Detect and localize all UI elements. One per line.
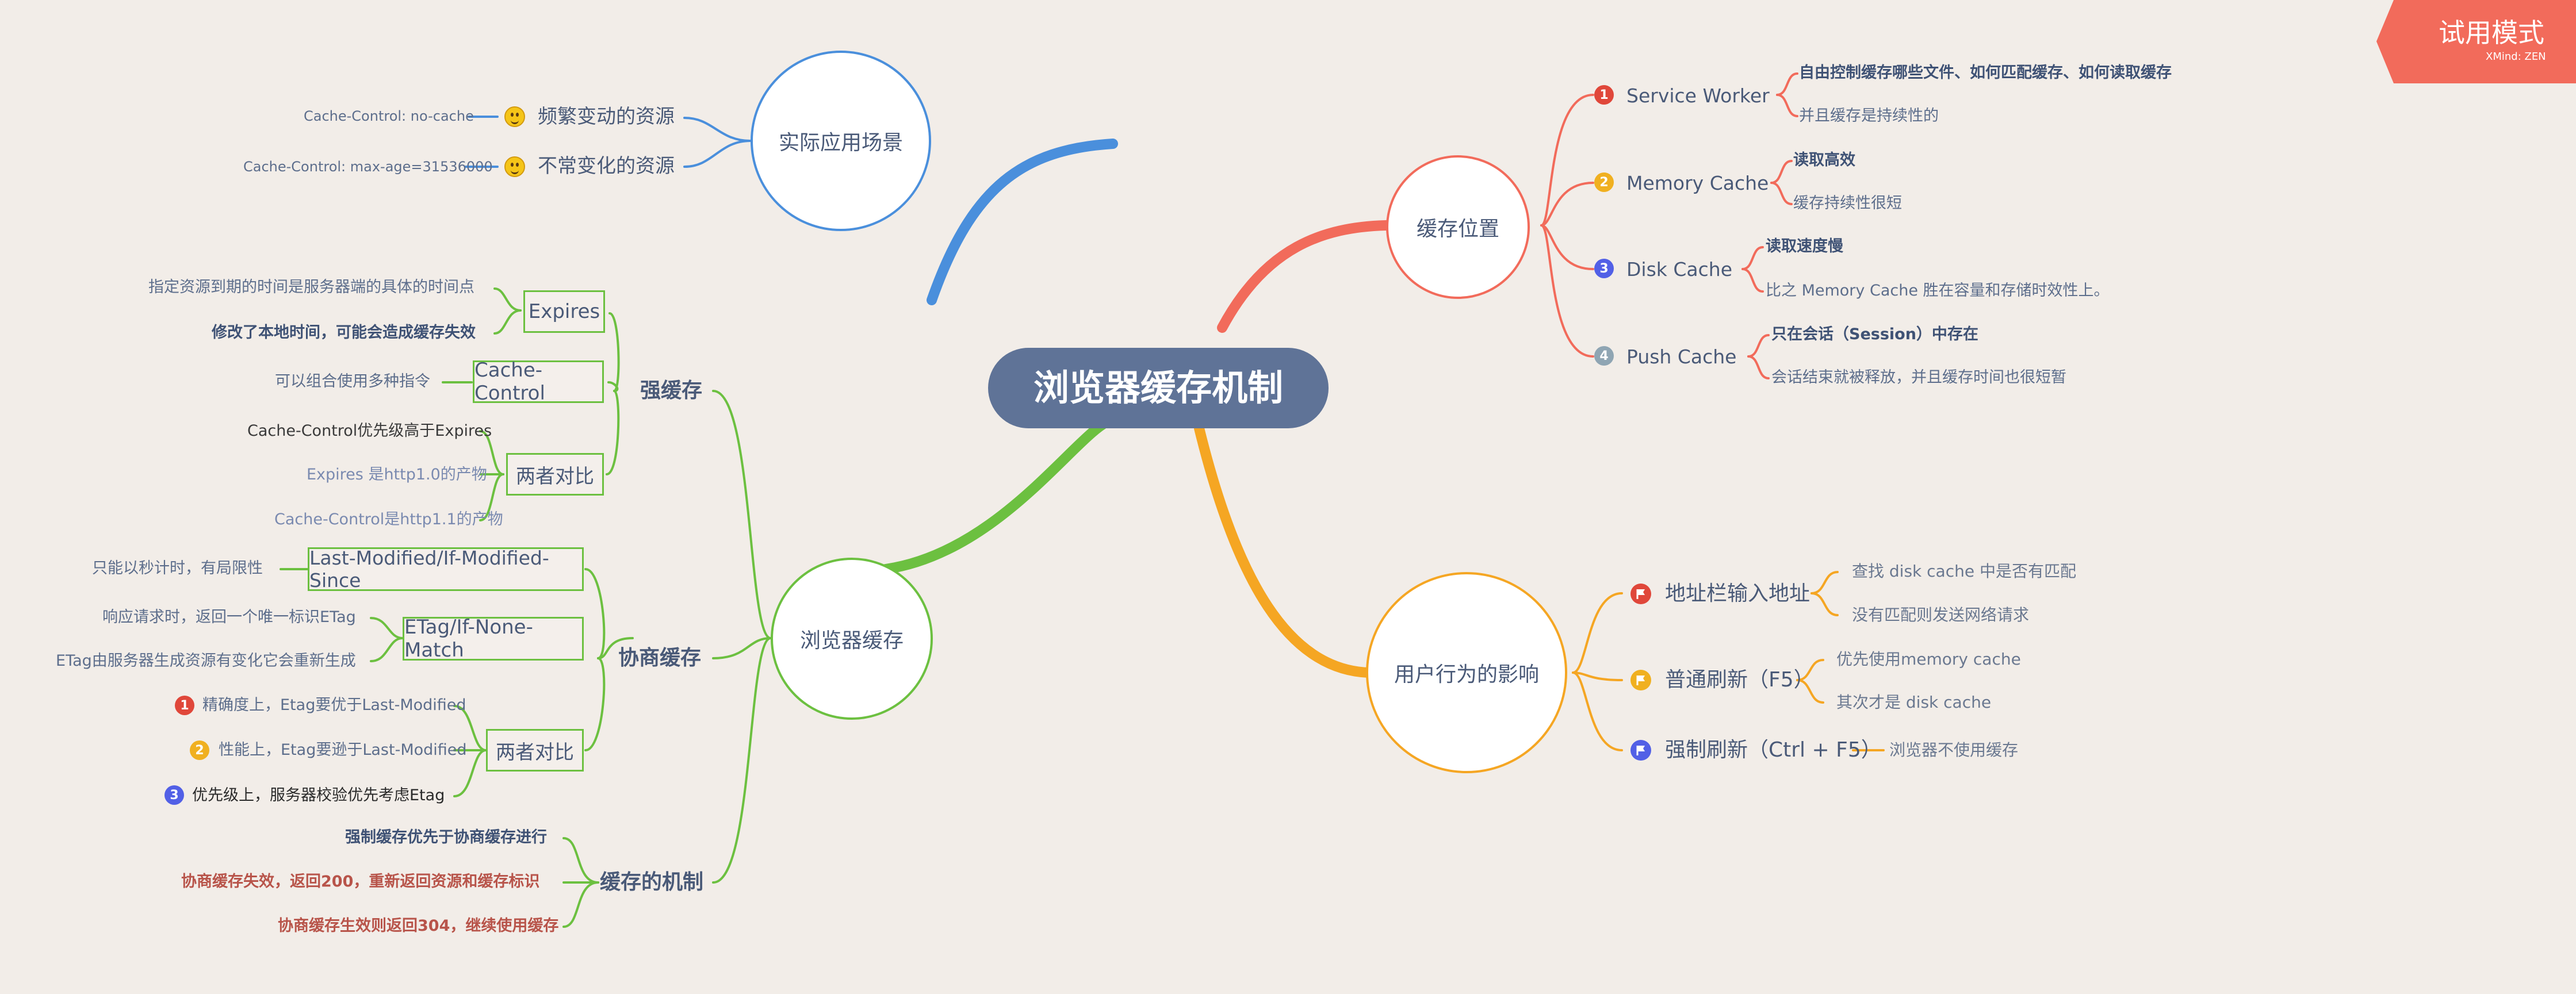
mechanism-note-1: 强制缓存优先于协商缓存进行 (345, 828, 547, 846)
negotiate-compare-label: 两者对比 (496, 740, 574, 764)
normal-refresh-note-1: 优先使用memory cache (1836, 650, 2021, 669)
push-cache-note-1: 只在会话（Session）中存在 (1771, 325, 1978, 343)
number-badge-icon-2: 2 (1594, 172, 1614, 192)
user-normal-refresh[interactable]: 普通刷新（F5） (1665, 668, 1815, 692)
strong-compare-note-1: Cache-Control优先级高于Expires (247, 422, 492, 440)
user-force-refresh[interactable]: 强制刷新（Ctrl + F5） (1665, 738, 1882, 762)
last-modified-label: Last-Modified/If-Modified-Since (309, 547, 549, 592)
central-topic-label: 浏览器缓存机制 (1033, 367, 1283, 409)
topic-location-label: 缓存位置 (1416, 217, 1499, 241)
strong-compare-box[interactable]: 两者对比 (506, 453, 604, 496)
trial-brand-label: XMind: ZEN (2486, 51, 2546, 63)
cache-control-box[interactable]: Cache-Control (473, 359, 604, 405)
number-badge-icon-1: 1 (1594, 85, 1614, 105)
etag-label: ETag/If-None-Match (404, 616, 533, 662)
push-cache-note-2: 会话结束就被释放，并且缓存时间也很短暂 (1771, 369, 2066, 386)
negotiate-compare-note-1: 精确度上，Etag要优于Last-Modified (202, 696, 466, 714)
scenario-frequent-label[interactable]: 频繁变动的资源 (538, 105, 675, 128)
smile-emoji-icon (504, 106, 525, 127)
flag-glyph (1636, 589, 1645, 599)
service-worker-note-2: 并且缓存是持续性的 (1799, 107, 1939, 125)
strong-compare-label: 两者对比 (516, 465, 594, 488)
flag-glyph (1636, 676, 1645, 685)
normal-refresh-note-2: 其次才是 disk cache (1836, 693, 1992, 712)
number-badge-icon-1: 1 (175, 696, 194, 715)
flag-glyph (1636, 746, 1645, 755)
negotiate-cache-label[interactable]: 协商缓存 (618, 646, 702, 670)
expires-note-1: 指定资源到期的时间是服务器端的具体的时间点 (148, 278, 474, 296)
number-badge-icon-2: 2 (190, 740, 209, 760)
disk-cache-note-1: 读取速度慢 (1766, 237, 1843, 255)
scenario-stable-label[interactable]: 不常变化的资源 (538, 155, 675, 178)
topic-user-behavior-label: 用户行为的影响 (1394, 663, 1539, 686)
service-worker-note-1: 自由控制缓存哪些文件、如何匹配缓存、如何读取缓存 (1799, 64, 2172, 82)
topic-location[interactable]: 缓存位置 (1386, 155, 1530, 299)
mechanism-note-3: 协商缓存生效则返回304，继续使用缓存 (278, 917, 559, 935)
strong-cache-label[interactable]: 强缓存 (640, 379, 703, 402)
mechanism-label[interactable]: 缓存的机制 (600, 870, 704, 894)
flag-icon (1630, 670, 1651, 690)
location-service-worker[interactable]: Service Worker (1626, 85, 1770, 107)
disk-cache-note-2: 比之 Memory Cache 胜在容量和存储时效性上。 (1766, 282, 2110, 300)
cache-control-note: 可以组合使用多种指令 (275, 373, 430, 390)
flag-icon (1630, 584, 1651, 604)
strong-compare-note-3: Cache-Control是http1.1的产物 (274, 511, 503, 528)
expires-box[interactable]: Expires (523, 290, 605, 333)
location-push-cache[interactable]: Push Cache (1626, 346, 1737, 368)
expires-note-2: 修改了本地时间，可能会造成缓存失效 (212, 324, 476, 341)
flag-icon (1630, 740, 1651, 761)
last-modified-box[interactable]: Last-Modified/If-Modified-Since (308, 547, 584, 592)
mechanism-note-2: 协商缓存失效，返回200，重新返回资源和缓存标识 (181, 873, 540, 891)
force-refresh-note-1: 浏览器不使用缓存 (1889, 740, 2019, 759)
scenario-frequent-detail: Cache-Control: no-cache (304, 108, 474, 124)
trial-mode-badge[interactable]: 试用模式 XMind: ZEN (2376, 0, 2576, 83)
last-modified-note: 只能以秒计时，有局限性 (92, 559, 263, 577)
number-badge-icon-3: 3 (1594, 259, 1614, 278)
etag-box[interactable]: ETag/If-None-Match (403, 616, 584, 662)
address-bar-note-2: 没有匹配则发送网络请求 (1852, 605, 2030, 624)
topic-browser-cache[interactable]: 浏览器缓存 (771, 558, 933, 720)
memory-cache-note-1: 读取高效 (1793, 151, 1855, 169)
etag-note-1: 响应请求时，返回一个唯一标识ETag (102, 608, 356, 626)
number-badge-icon-3: 3 (164, 785, 184, 805)
smile-emoji-icon (504, 156, 525, 177)
memory-cache-note-2: 缓存持续性很短 (1793, 194, 1902, 212)
location-disk-cache[interactable]: Disk Cache (1626, 258, 1732, 281)
etag-note-2: ETag由服务器生成资源有变化它会重新生成 (56, 652, 356, 670)
strong-compare-note-2: Expires 是http1.0的产物 (307, 466, 487, 483)
topic-scenarios-label: 实际应用场景 (778, 131, 903, 155)
negotiate-compare-note-2: 性能上，Etag要逊于Last-Modified (219, 741, 467, 759)
trial-badge-shape (2376, 0, 2576, 83)
topic-user-behavior[interactable]: 用户行为的影响 (1366, 572, 1567, 773)
topic-browser-cache-label: 浏览器缓存 (799, 629, 904, 653)
address-bar-note-1: 查找 disk cache 中是否有匹配 (1852, 562, 2076, 581)
trial-mode-label: 试用模式 (2439, 17, 2544, 48)
location-memory-cache[interactable]: Memory Cache (1626, 172, 1769, 194)
negotiate-compare-box[interactable]: 两者对比 (486, 729, 584, 772)
cache-control-label: Cache-Control (474, 359, 545, 405)
scenario-stable-detail: Cache-Control: max-age=31536000 (243, 159, 493, 175)
negotiate-compare-note-3: 优先级上，服务器校验优先考虑Etag (192, 786, 445, 804)
user-address-bar[interactable]: 地址栏输入地址 (1665, 582, 1811, 605)
topic-scenarios[interactable]: 实际应用场景 (751, 51, 931, 231)
number-badge-icon-4: 4 (1594, 346, 1614, 366)
expires-label: Expires (528, 300, 600, 323)
central-topic[interactable]: 浏览器缓存机制 (988, 348, 1329, 428)
